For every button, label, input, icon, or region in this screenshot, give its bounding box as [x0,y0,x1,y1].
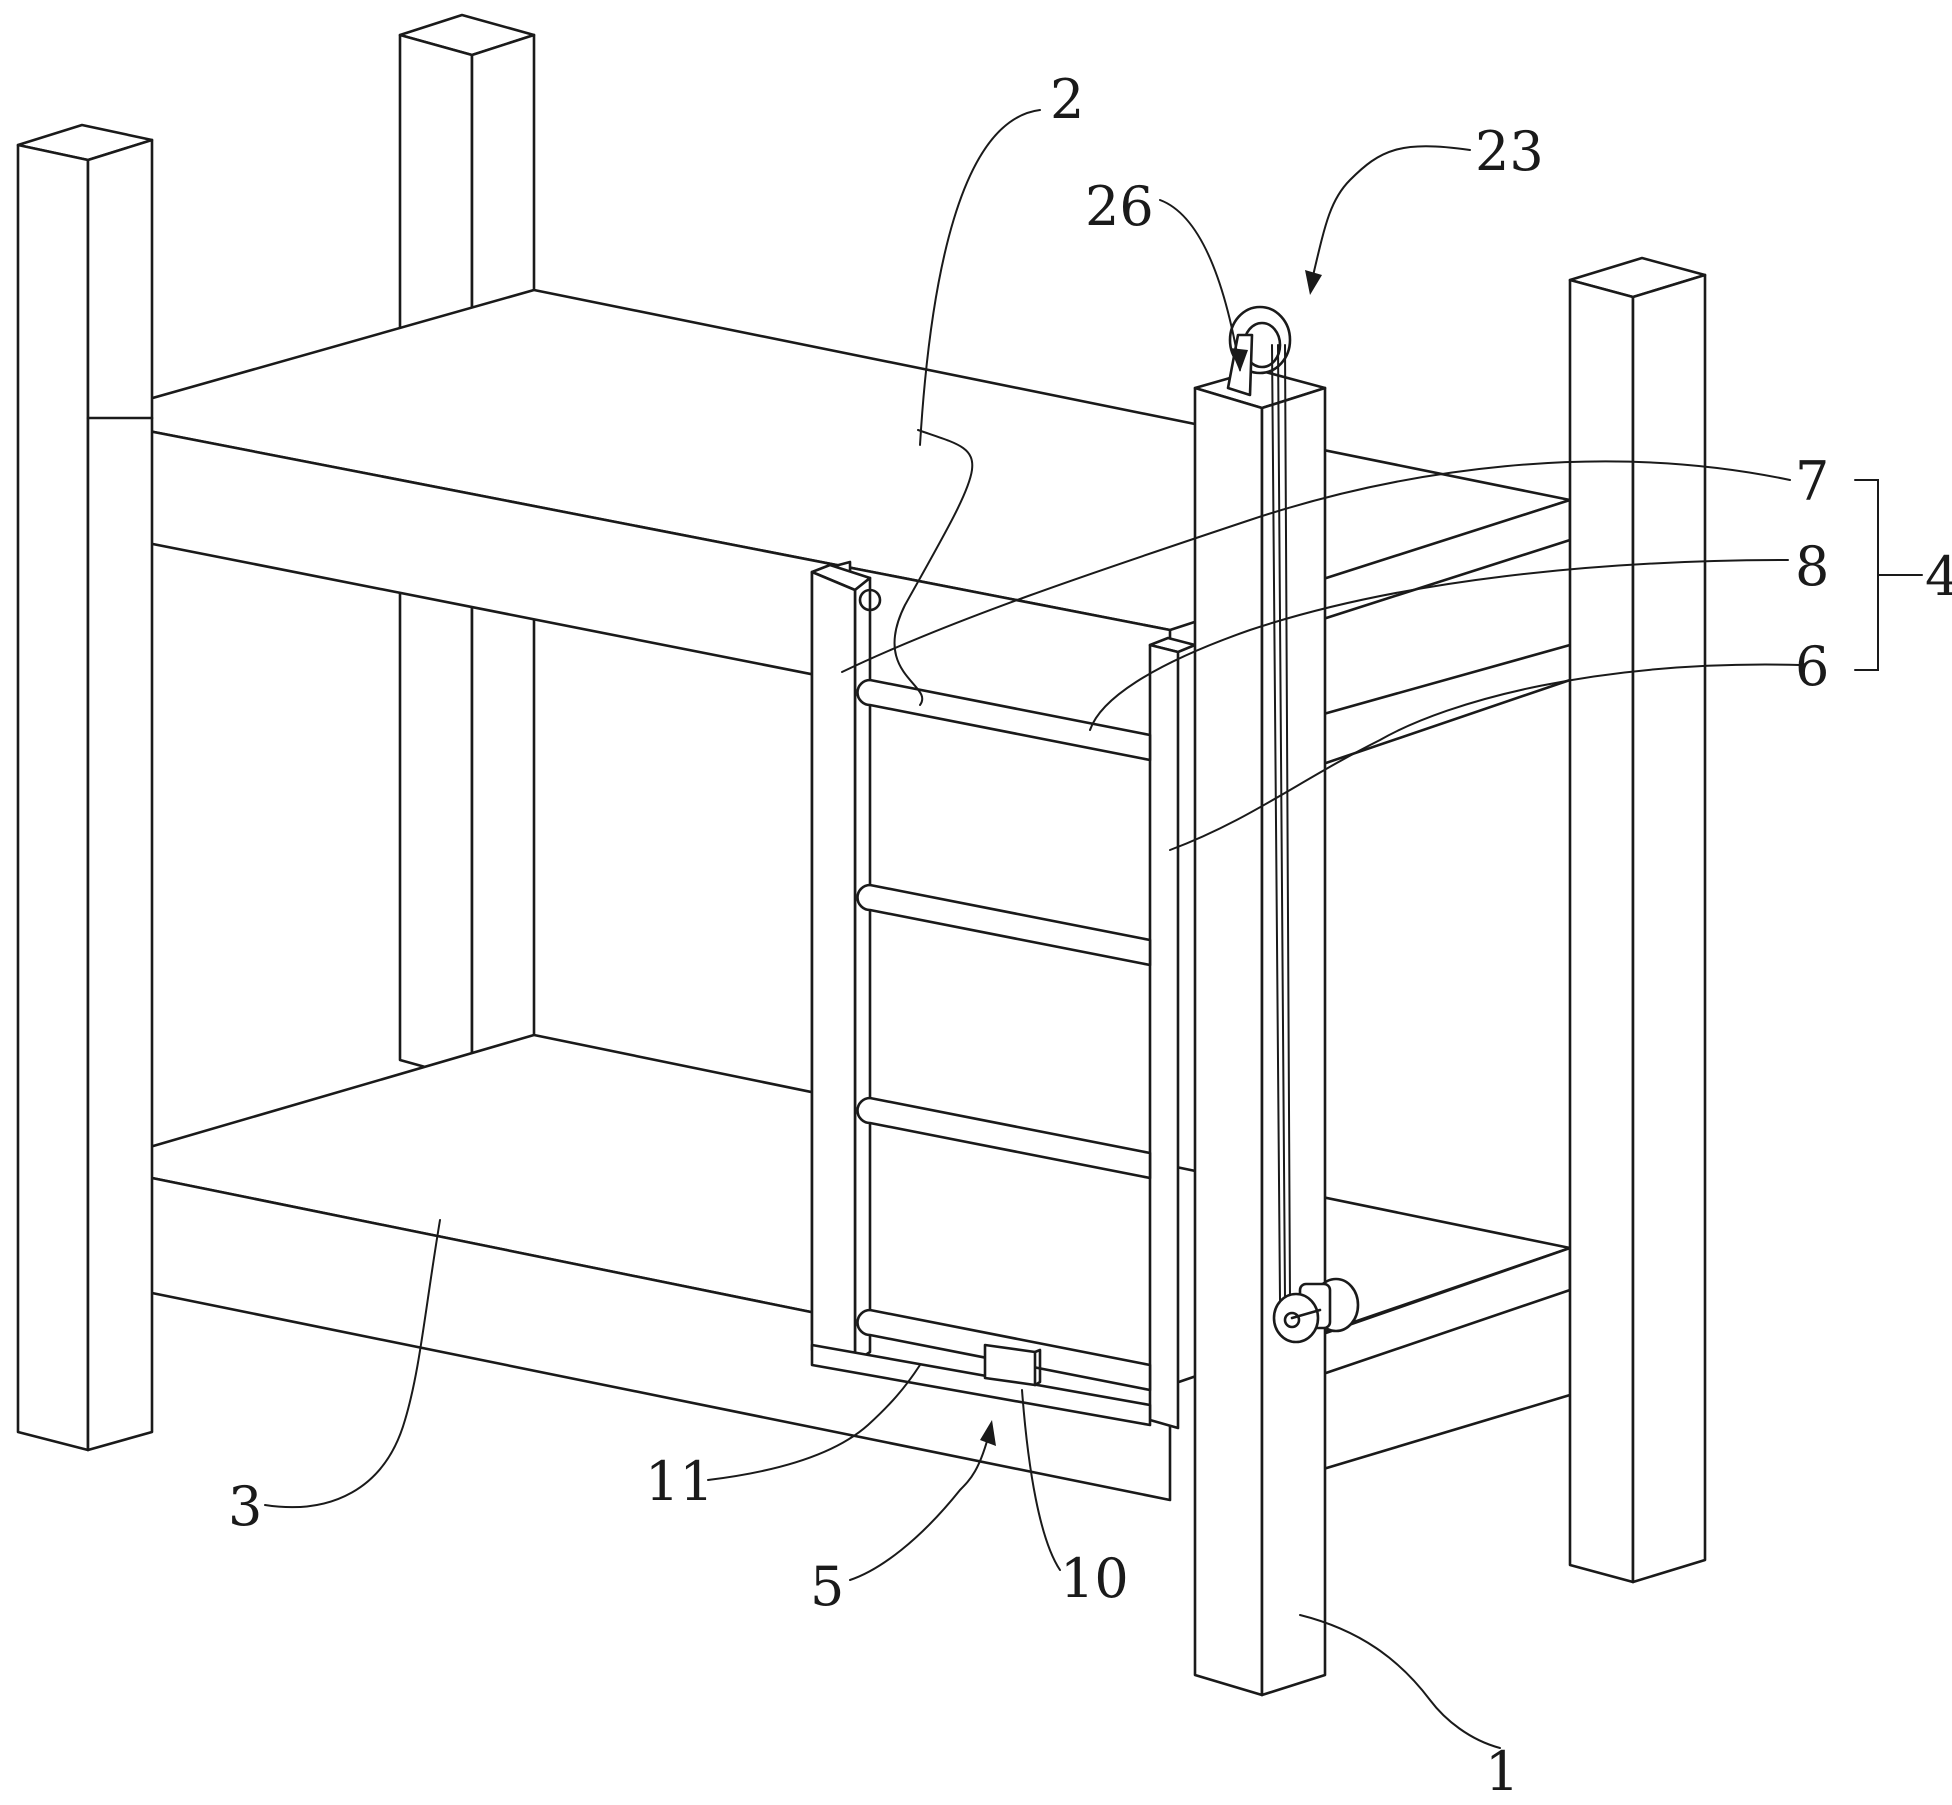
ladder-assembly [810,560,1197,1430]
reference-numerals: 2 23 26 7 8 4 6 3 11 5 10 1 [228,68,1952,1803]
ladder-pivot-hole [858,588,882,612]
label-10: 10 [1060,1547,1129,1610]
label-5: 5 [810,1555,844,1618]
latch-block [983,1343,1037,1387]
label-11: 11 [645,1450,714,1513]
front-right-post [1193,368,1327,1697]
ladder-rungs [856,678,1152,1392]
label-6: 6 [1795,635,1829,698]
label-2: 2 [1050,68,1084,131]
label-3: 3 [228,1475,262,1538]
label-8: 8 [1795,535,1829,598]
label-26: 26 [1085,175,1154,238]
label-7: 7 [1795,450,1829,513]
winch-drum [1272,1277,1360,1344]
label-4: 4 [1925,545,1952,608]
back-right-post [1568,256,1707,1584]
label-23: 23 [1475,120,1544,183]
label-1: 1 [1485,1740,1519,1803]
front-left-post [16,123,154,1452]
leader-lines [264,109,1923,1749]
right-side-rails [1318,643,1572,1472]
